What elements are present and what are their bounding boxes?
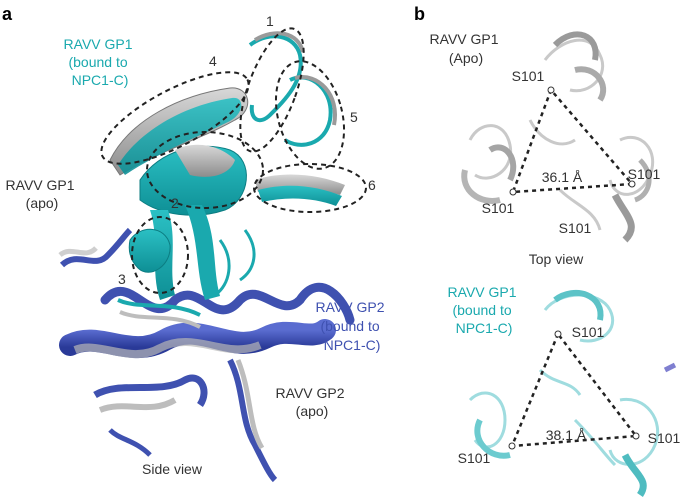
bottom-residue-label-3: S101	[648, 430, 681, 446]
loop-number-2: 2	[171, 195, 179, 211]
label-gp1-bound: RAVV GP1 (bound to NPC1-C)	[64, 36, 137, 88]
loop-1-ellipse	[239, 27, 305, 153]
label-gp2-bound-line2: (bound to	[320, 318, 379, 334]
bottom-s101-marker-3	[632, 432, 640, 440]
label-gp2-apo: RAVV GP2 (apo)	[276, 385, 349, 419]
label-gp1-apo-line2: (apo)	[26, 195, 59, 211]
bottom-bound-illustration	[468, 289, 677, 497]
loop-number-3: 3	[118, 271, 126, 287]
bottom-residue-label-1: S101	[572, 324, 605, 340]
label-gp1-apo-line1: RAVV GP1	[6, 177, 75, 193]
top-triangle-edges	[511, 87, 635, 194]
top-s101-marker-2	[509, 188, 517, 196]
label-gp2-bound-line3: NPC1-C)	[324, 337, 381, 353]
loop-number-1: 1	[266, 13, 274, 29]
bottom-gp1-bound-label: RAVV GP1 (bound to NPC1-C)	[448, 284, 521, 336]
label-gp1-bound-line3: NPC1-C)	[72, 72, 129, 88]
label-gp2-apo-line2: (apo)	[296, 403, 329, 419]
top-residue-label-1: S101	[512, 68, 545, 84]
loop-2-ellipse	[146, 131, 264, 209]
label-gp2-bound-line1: RAVV GP2	[316, 299, 385, 315]
bottom-title-line1: RAVV GP1	[448, 284, 517, 300]
bottom-distance-label: 38.1 Å	[546, 427, 587, 443]
label-gp1-bound-line1: RAVV GP1	[64, 36, 133, 52]
label-gp2-bound: RAVV GP2 (bound to NPC1-C)	[316, 299, 389, 353]
bottom-title-line2: (bound to	[452, 302, 511, 318]
loop-3-ellipse	[131, 216, 189, 294]
side-view-structure-illustration	[58, 31, 355, 483]
loop-6-ellipse	[253, 163, 367, 213]
side-view-label: Side view	[142, 461, 203, 477]
loop-5-ellipse	[274, 60, 346, 170]
label-gp1-bound-line2: (bound to	[68, 54, 127, 70]
top-residue-label-extra: S101	[559, 220, 592, 236]
panel-a-letter: a	[2, 4, 13, 24]
bottom-title-line3: NPC1-C)	[456, 320, 513, 336]
top-residue-label-2: S101	[482, 200, 515, 216]
loop-number-5: 5	[350, 109, 358, 125]
top-s101-marker-1	[547, 86, 555, 94]
top-view-label: Top view	[529, 251, 584, 267]
panel-b-letter: b	[414, 4, 425, 24]
top-view-apo-illustration	[461, 31, 655, 243]
top-residue-label-3: S101	[628, 166, 661, 182]
loop-number-4: 4	[209, 53, 217, 69]
top-distance-label: 36.1 Å	[542, 169, 583, 185]
top-title-line2: (Apo)	[449, 50, 483, 66]
label-gp1-apo: RAVV GP1 (apo)	[6, 177, 79, 211]
top-distance-triangle	[511, 87, 635, 194]
bottom-s101-marker-1	[554, 330, 562, 338]
label-gp2-apo-line1: RAVV GP2	[276, 385, 345, 401]
bottom-residue-label-2: S101	[458, 450, 491, 466]
bottom-s101-marker-2	[508, 442, 516, 450]
loop-highlight-ellipses	[100, 27, 367, 294]
top-gp1-apo-label: RAVV GP1 (Apo)	[430, 31, 503, 66]
top-s101-marker-3	[628, 180, 636, 188]
loop-4-ellipse	[100, 71, 250, 165]
top-title-line1: RAVV GP1	[430, 31, 499, 47]
loop-number-6: 6	[368, 177, 376, 193]
